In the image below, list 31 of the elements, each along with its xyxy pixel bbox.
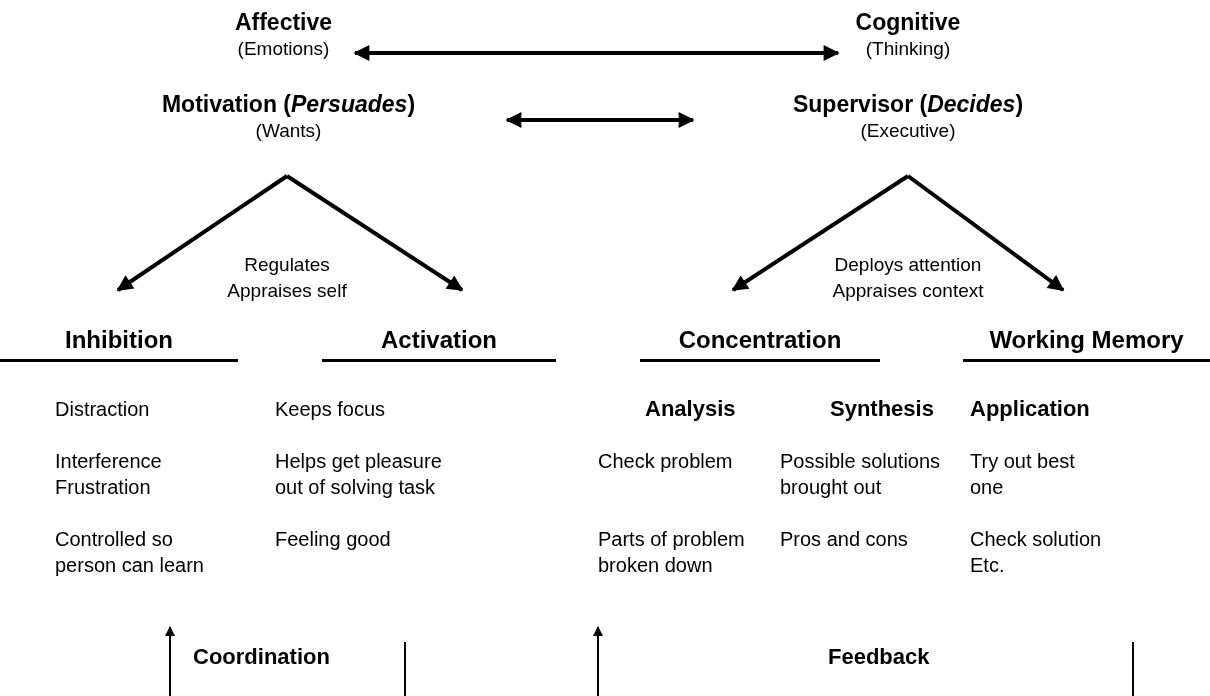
arrow (505, 112, 695, 128)
list-item: Pros and cons (780, 527, 909, 552)
list-item: Parts of problem broken down (598, 527, 746, 578)
loop-label: Coordination (193, 644, 331, 670)
list-item: Controlled so person can learn (55, 527, 205, 578)
arrow (285, 174, 464, 292)
node-title: Supervisor (Decides) (791, 90, 1025, 118)
node-subtitle: (Executive) (859, 119, 957, 143)
loop-label: Feedback (828, 644, 931, 670)
node-title: Cognitive (854, 8, 962, 36)
column-heading: Synthesis (830, 396, 935, 422)
arrow (731, 174, 910, 292)
list-item: Try out best one (970, 449, 1076, 500)
list-item: Distraction (55, 397, 151, 422)
arrow (353, 45, 840, 61)
column-heading: Analysis (645, 396, 737, 422)
list-item: Helps get pleasure out of solving task (275, 449, 443, 500)
list-item: Check problem (598, 449, 734, 474)
arrow (906, 174, 1065, 292)
list-item: Interference Frustration (55, 449, 163, 500)
list-item: Keeps focus (275, 397, 387, 422)
list-item: Check solution Etc. (970, 527, 1103, 578)
list-item: Possible solutions brought out (780, 449, 942, 500)
arrow (116, 174, 289, 292)
node-subtitle: (Wants) (254, 119, 323, 143)
list-item: Feeling good (275, 527, 392, 552)
node-subtitle: (Thinking) (864, 37, 952, 61)
node-title: Affective (233, 8, 334, 36)
node-subtitle: (Emotions) (236, 37, 331, 61)
node-title: Motivation (Persuades) (160, 90, 417, 118)
column-heading: Application (970, 396, 1091, 422)
